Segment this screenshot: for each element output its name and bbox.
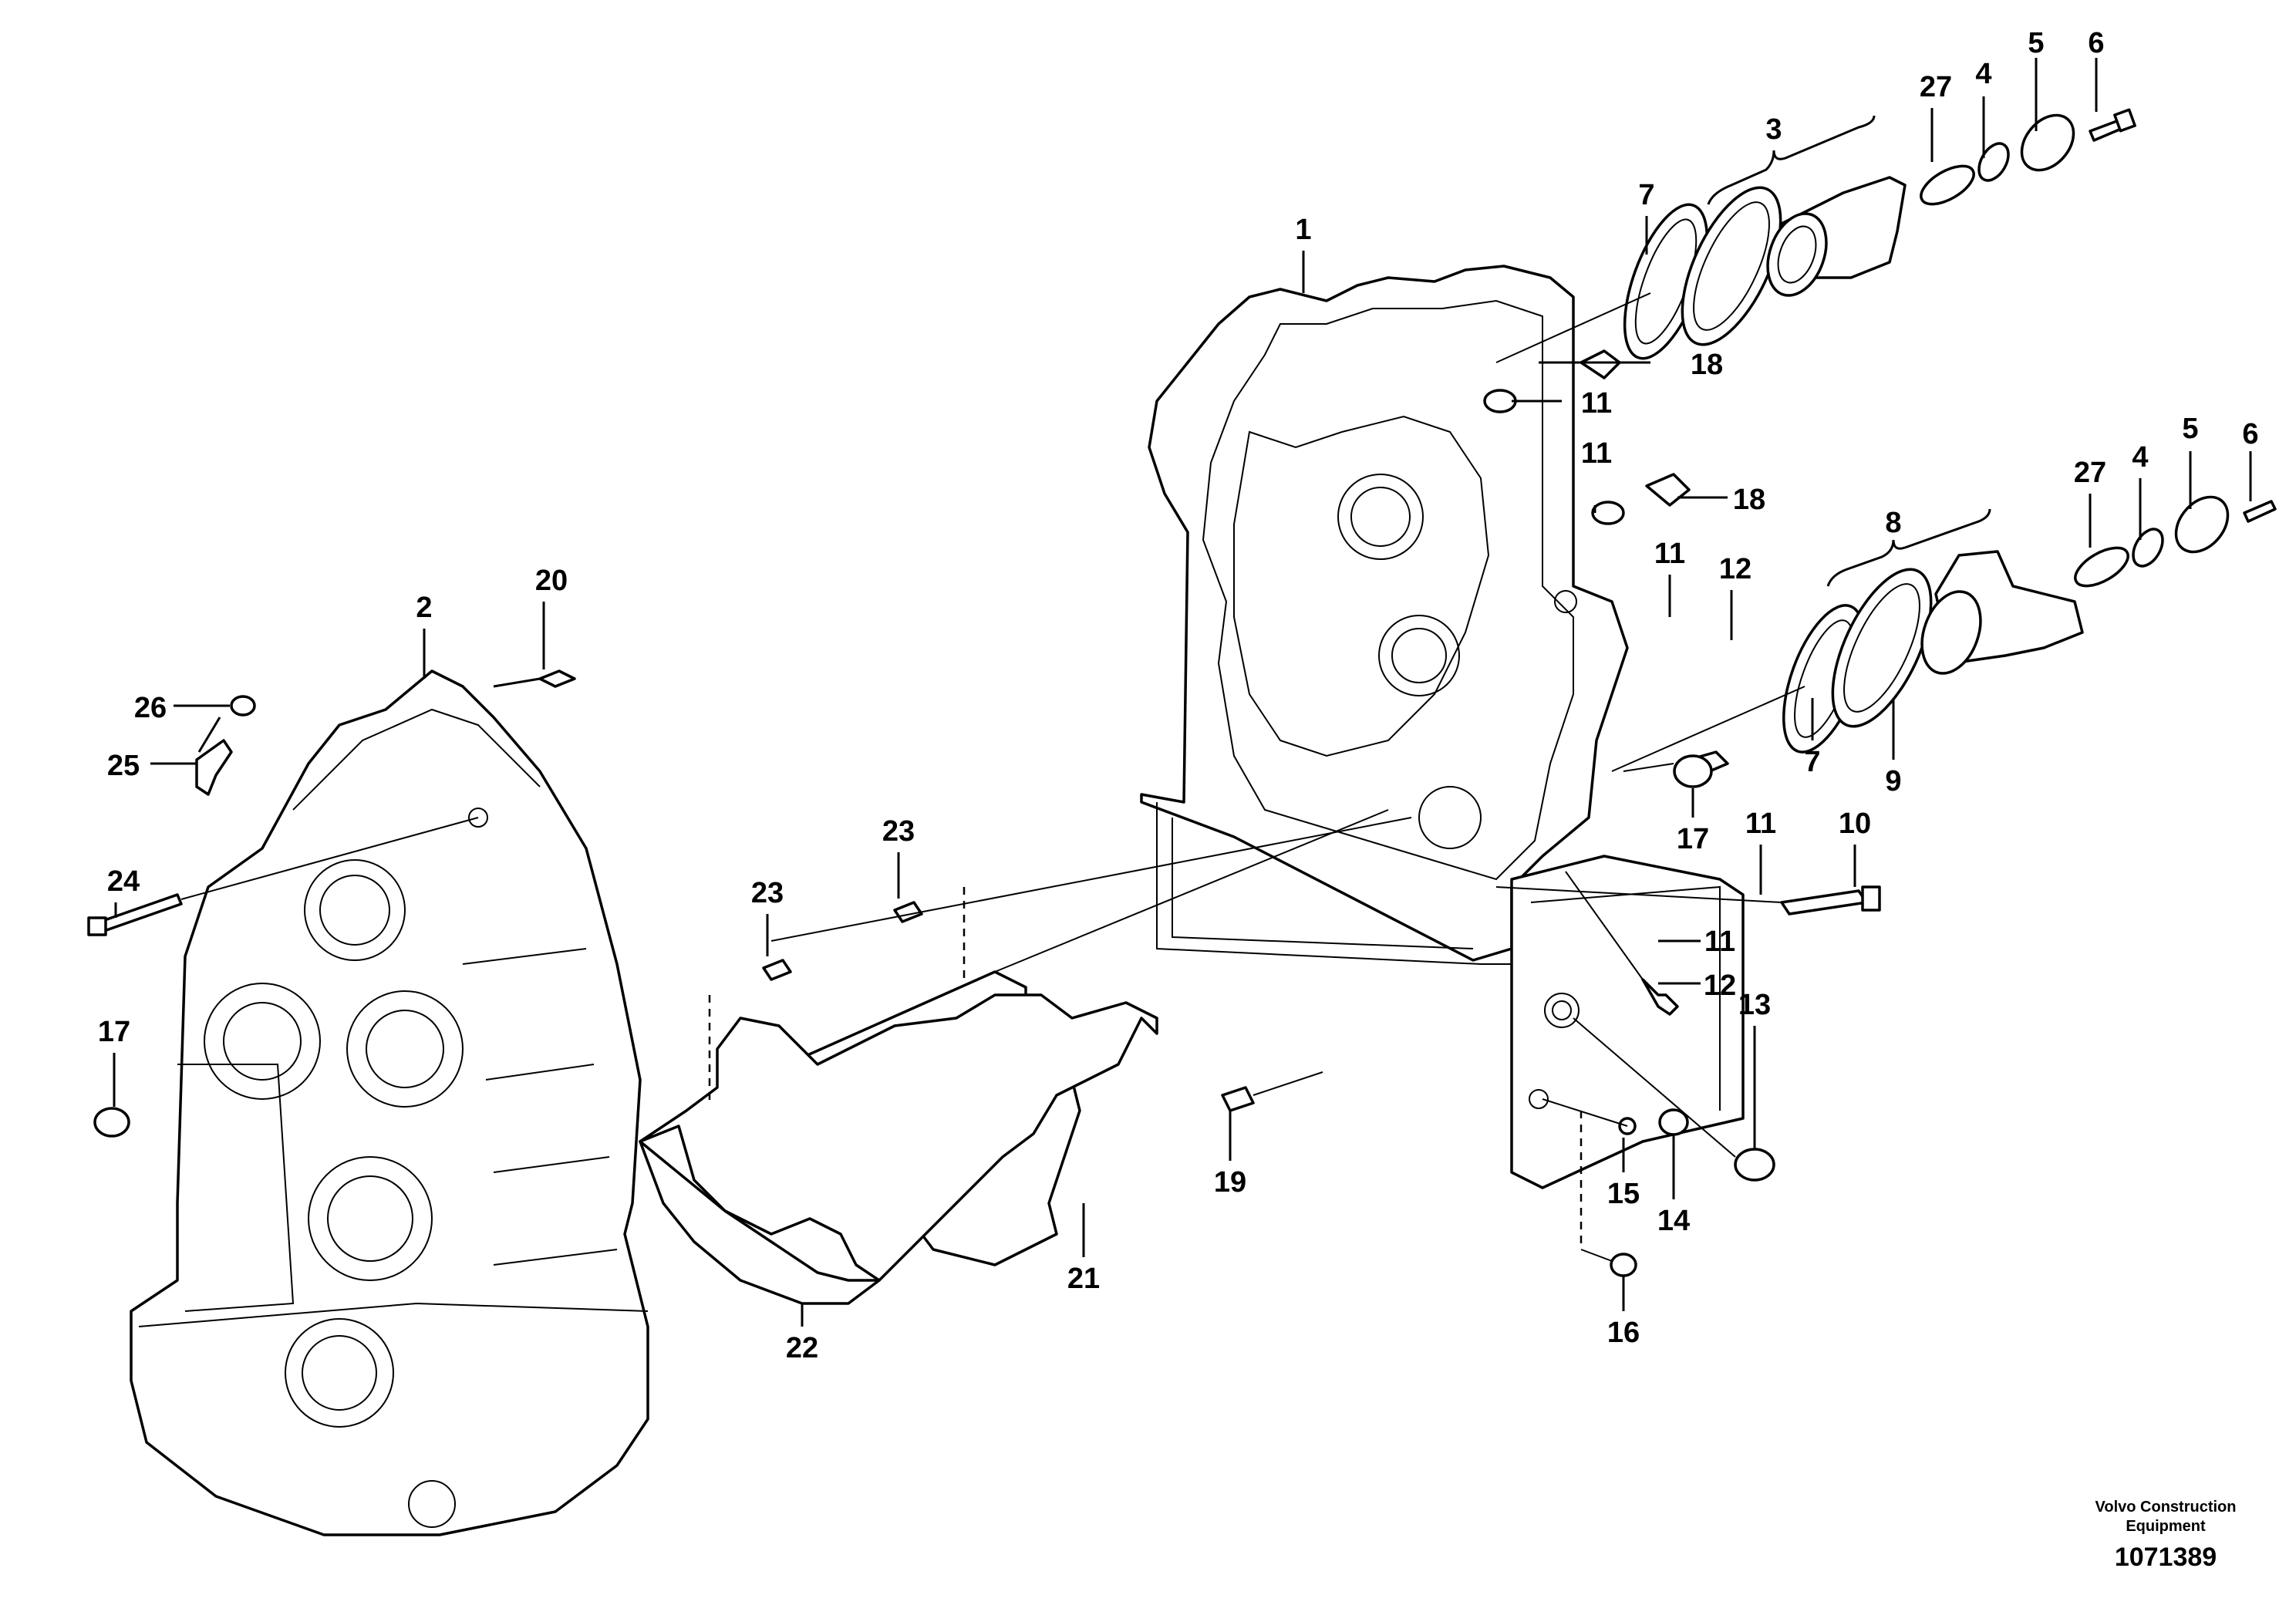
cover-plate-22: [639, 993, 1158, 1305]
callout-12: 12: [1719, 553, 1752, 585]
callout-4: 4: [1975, 58, 1991, 90]
callout-11: 11: [1581, 387, 1612, 420]
callout-4b: 4: [2132, 441, 2148, 474]
callout-19: 19: [1214, 1166, 1246, 1199]
callout-10: 10: [1839, 808, 1871, 840]
callout-25: 25: [107, 750, 140, 782]
leader-lines: [113, 58, 2252, 1327]
callout-2: 2: [416, 592, 432, 624]
callout-labels: 1 2 3 4 5 6 27 7 18 11 4 5 6 27 8 11 18 …: [98, 27, 2259, 1364]
callout-15: 15: [1607, 1178, 1640, 1210]
callout-23b: 23: [751, 877, 784, 909]
transmission-housing-main: [130, 669, 649, 1536]
title-block: Volvo Construction Equipment 1071389: [2095, 1499, 2237, 1572]
callout-5: 5: [2028, 27, 2044, 59]
callout-14: 14: [1657, 1205, 1690, 1237]
callout-11e: 11: [1704, 926, 1735, 958]
callout-12b: 12: [1704, 969, 1736, 1002]
callout-24: 24: [107, 865, 140, 898]
callout-6: 6: [2088, 27, 2104, 59]
small-fasteners: [87, 669, 1881, 1277]
callout-18b: 18: [1733, 484, 1765, 516]
brand-line-1: Volvo Construction: [2095, 1499, 2237, 1516]
callout-17b: 17: [1677, 823, 1709, 855]
callout-5b: 5: [2182, 413, 2198, 445]
callout-7: 7: [1638, 179, 1654, 211]
callout-21: 21: [1067, 1263, 1100, 1295]
callout-17: 17: [98, 1016, 130, 1048]
callout-11c: 11: [1654, 538, 1685, 570]
callout-11d: 11: [1745, 808, 1776, 840]
callout-1: 1: [1295, 214, 1311, 246]
callout-16: 16: [1607, 1317, 1640, 1349]
callout-18: 18: [1691, 349, 1723, 381]
callout-6b: 6: [2242, 418, 2258, 450]
callout-9: 9: [1885, 765, 1901, 798]
transmission-housing-cover: [1140, 265, 1745, 1189]
callout-27: 27: [1920, 71, 1952, 103]
output-yoke-assembly-middle: [1591, 473, 2277, 781]
callout-3: 3: [1765, 113, 1782, 146]
document-number: 1071389: [2115, 1543, 2217, 1572]
brand-line-2: Equipment: [2126, 1518, 2206, 1535]
callout-7b: 7: [1804, 746, 1820, 778]
callout-22: 22: [786, 1332, 818, 1364]
callout-23a: 23: [882, 815, 915, 848]
callout-20: 20: [535, 565, 568, 597]
output-yoke-assembly-top: [1483, 108, 2136, 413]
callout-13: 13: [1738, 989, 1771, 1021]
callout-8: 8: [1885, 507, 1901, 539]
callout-26: 26: [134, 692, 167, 724]
callout-11b: 11: [1581, 437, 1612, 470]
callout-27b: 27: [2074, 457, 2106, 489]
